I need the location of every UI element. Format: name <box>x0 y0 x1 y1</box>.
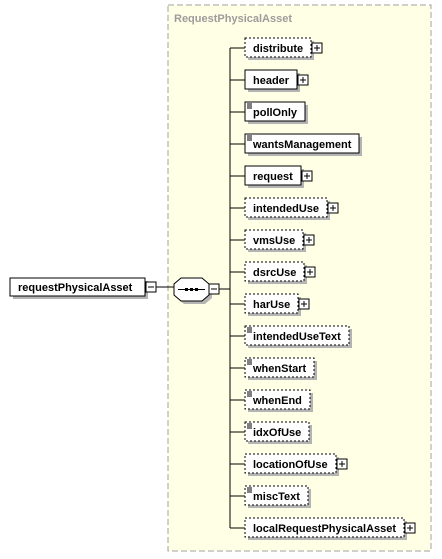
element-idxOfUse[interactable]: idxOfUse <box>244 421 312 444</box>
element-box <box>244 229 304 250</box>
element-request[interactable]: request <box>244 165 313 188</box>
element-label: distribute <box>253 43 303 55</box>
element-box <box>244 101 306 122</box>
element-box <box>244 421 310 442</box>
simple-type-icon <box>247 135 252 141</box>
group-title: RequestPhysicalAsset <box>174 13 292 25</box>
expand-icon[interactable] <box>303 234 315 246</box>
simple-type-icon <box>247 487 252 493</box>
simple-type-icon <box>247 423 252 429</box>
element-box <box>244 197 328 218</box>
element-label: idxOfUse <box>253 427 301 439</box>
element-label: whenStart <box>252 363 307 375</box>
element-localRequestPhysicalAsset[interactable]: localRequestPhysicalAsset <box>244 517 416 540</box>
element-label: request <box>253 171 293 183</box>
compositor-collapse-icon[interactable] <box>208 283 220 295</box>
element-dsrcUse[interactable]: dsrcUse <box>244 261 316 284</box>
element-box <box>244 293 299 314</box>
child-elements: distribute header pollOnly wantsManagement r… <box>244 37 416 540</box>
element-distribute[interactable]: distribute <box>244 37 323 60</box>
element-pollOnly[interactable]: pollOnly <box>244 101 308 124</box>
element-label: localRequestPhysicalAsset <box>253 523 396 535</box>
expand-icon[interactable] <box>404 522 416 534</box>
element-box <box>244 165 302 186</box>
simple-type-icon <box>247 103 252 109</box>
element-label: harUse <box>253 299 290 311</box>
sequence-compositor[interactable] <box>173 277 220 304</box>
expand-icon[interactable] <box>327 202 339 214</box>
element-whenEnd[interactable]: whenEnd <box>244 389 313 412</box>
collapse-icon[interactable] <box>145 281 157 293</box>
element-label: locationOfUse <box>253 459 328 471</box>
element-wantsManagement[interactable]: wantsManagement <box>244 133 362 156</box>
sequence-icon <box>185 288 198 291</box>
element-harUse[interactable]: harUse <box>244 293 310 316</box>
element-locationOfUse[interactable]: locationOfUse <box>244 453 348 476</box>
element-box <box>244 517 405 538</box>
expand-icon[interactable] <box>301 170 313 182</box>
expand-icon[interactable] <box>298 298 310 310</box>
simple-type-icon <box>247 327 252 333</box>
connector-lines <box>156 47 245 529</box>
element-label: header <box>253 75 290 87</box>
simple-type-icon <box>247 391 252 397</box>
element-label: intendedUse <box>253 203 319 215</box>
element-label: wantsManagement <box>252 139 352 151</box>
element-box <box>244 357 315 378</box>
element-box <box>244 389 311 410</box>
element-label: pollOnly <box>253 107 298 119</box>
element-box <box>244 69 298 90</box>
element-label: dsrcUse <box>253 267 296 279</box>
element-intendedUseText[interactable]: intendedUseText <box>244 325 352 348</box>
element-header[interactable]: header <box>244 69 309 92</box>
element-whenStart[interactable]: whenStart <box>244 357 317 380</box>
element-box <box>244 453 337 474</box>
root-label: requestPhysicalAsset <box>18 282 133 294</box>
element-box <box>244 37 312 58</box>
element-box <box>244 261 305 282</box>
element-box <box>244 133 360 154</box>
element-label: whenEnd <box>252 395 302 407</box>
element-label: miscText <box>253 491 300 503</box>
simple-type-icon <box>247 359 252 365</box>
element-vmsUse[interactable]: vmsUse <box>244 229 315 252</box>
root-box <box>9 277 146 297</box>
expand-icon[interactable] <box>311 42 323 54</box>
element-box <box>244 485 309 506</box>
element-label: vmsUse <box>253 235 295 247</box>
element-miscText[interactable]: miscText <box>244 485 311 508</box>
expand-icon[interactable] <box>297 74 309 86</box>
element-intendedUse[interactable]: intendedUse <box>244 197 339 220</box>
element-label: intendedUseText <box>253 331 341 343</box>
expand-icon[interactable] <box>304 266 316 278</box>
element-box <box>244 325 350 346</box>
expand-icon[interactable] <box>336 458 348 470</box>
root-element-requestPhysicalAsset[interactable]: requestPhysicalAsset <box>9 277 157 299</box>
